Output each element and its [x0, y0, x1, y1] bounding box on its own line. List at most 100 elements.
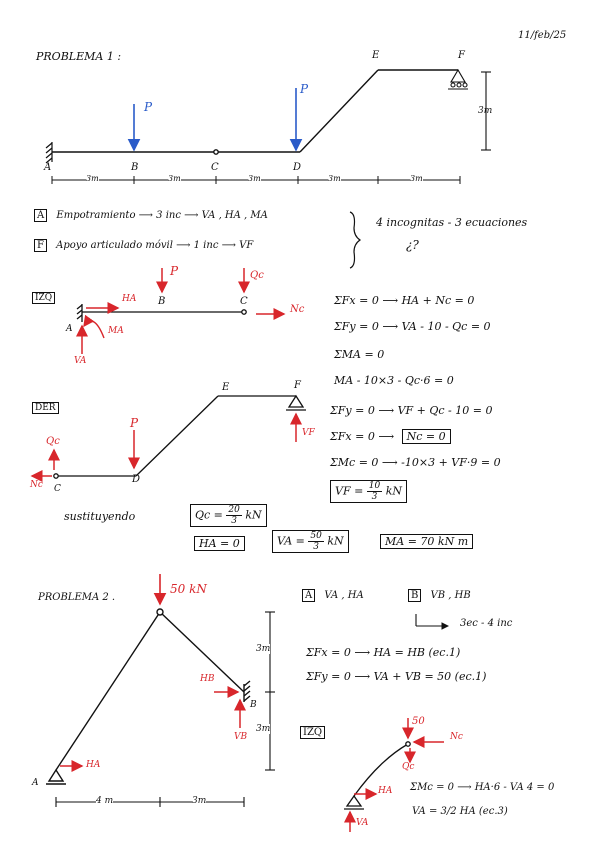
der-tag: DER: [32, 402, 59, 414]
p1-title: PROBLEMA 1 :: [36, 50, 122, 63]
va-lhs: VA =: [277, 534, 305, 548]
p1-fixed-support-A: [45, 142, 53, 164]
der-nc-label: Nc: [30, 480, 43, 490]
support-a-line: A Empotramiento ⟶ 3 inc ⟶ VA , HA , MA: [34, 209, 268, 222]
p2-a-unknowns: A VA , HA: [302, 589, 364, 602]
der-node-e: E: [222, 382, 230, 393]
question-mark: ¿?: [406, 238, 419, 252]
p2-load-label: 50 kN: [170, 582, 207, 596]
p2-dim-w2: 3m: [192, 796, 207, 806]
p1-dim-3: 3m: [248, 174, 261, 183]
izq-va-label: VA: [74, 356, 87, 366]
izq-node-c: C: [240, 296, 248, 307]
p1-node-f: F: [458, 50, 465, 61]
va-unit: kN: [327, 534, 344, 548]
p2-vb-label: VB: [234, 732, 248, 742]
der-eq-2a: ΣFx = 0 ⟶: [330, 430, 395, 443]
p2-izq-load: 50: [412, 716, 425, 727]
p1-load-d-label: P: [300, 82, 309, 96]
p2-structure: [46, 608, 251, 785]
p2-izq-eq-1: ΣMc = 0 ⟶ HA·6 - VA 4 = 0: [410, 782, 555, 793]
p2-izq-qc: Qc: [402, 762, 415, 772]
p2-izq-va: VA: [356, 818, 369, 828]
p1-dim-2: 3m: [168, 174, 181, 183]
ha-result: HA = 0: [194, 536, 245, 551]
der-qc-label: Qc: [46, 436, 60, 447]
izq-eq-4: MA - 10×3 - Qc·6 = 0: [334, 374, 454, 387]
p2-izq-ha: HA: [378, 786, 393, 796]
vf-lhs: VF =: [335, 484, 364, 498]
qc-lhs: Qc =: [195, 508, 223, 522]
support-a-tag: A: [34, 209, 48, 222]
izq-eq-1: ΣFx = 0 ⟶ HA + Nc = 0: [334, 294, 475, 307]
der-eq-2b: Nc = 0: [401, 429, 451, 444]
izq-eq-2: ΣFy = 0 ⟶ VA - 10 - Qc = 0: [334, 320, 491, 333]
ma-result: MA = 70 kN m: [380, 534, 474, 549]
izq-ma-arc: [83, 314, 105, 339]
izq-eq-3: ΣMA = 0: [334, 348, 385, 361]
va-den: 3: [313, 542, 319, 552]
der-node-c: C: [54, 484, 61, 494]
support-a-text: Empotramiento ⟶ 3 inc ⟶ VA , HA , MA: [56, 210, 268, 221]
vf-den: 3: [371, 492, 378, 502]
p2-eq-2: ΣFy = 0 ⟶ VA + VB = 50 (ec.1): [306, 670, 487, 683]
p1-dim-height: 3m: [478, 106, 493, 116]
der-node-f: F: [294, 380, 301, 391]
p2-izq-nc: Nc: [450, 732, 463, 742]
p2-a-text: VA , HA: [324, 590, 364, 601]
date: 11/feb/25: [518, 30, 567, 41]
p2-izq-eq-2: VA = 3/2 HA (ec.3): [412, 806, 508, 817]
izq-nc-label: Nc: [290, 304, 305, 315]
p1-node-e: E: [372, 50, 380, 61]
der-p-label: P: [130, 416, 139, 430]
p1-dim-4: 3m: [328, 174, 341, 183]
support-f-tag: F: [34, 239, 47, 252]
izq-node-a: A: [66, 324, 73, 334]
p2-dim-h2: 3m: [256, 724, 271, 734]
support-f-line: F Apoyo articulado móvil ⟶ 1 inc ⟶ VF: [34, 239, 254, 252]
vf-unit: kN: [385, 484, 403, 498]
p2-eq-1: ΣFx = 0 ⟶ HA = HB (ec.1): [306, 646, 461, 659]
p2-ha-label: HA: [86, 760, 101, 770]
p2-a-tag: A: [302, 589, 316, 602]
va-num: 50: [308, 531, 324, 542]
p1-height-dimension: [481, 71, 491, 151]
der-node-d: D: [132, 474, 141, 485]
izq-p-label: P: [170, 264, 179, 278]
izq-node-b: B: [158, 296, 166, 307]
der-eq-3: ΣMc = 0 ⟶ -10×3 + VF·9 = 0: [330, 456, 501, 469]
izq-ma-label: MA: [108, 326, 124, 336]
p2-node-a: A: [32, 778, 39, 788]
p1-node-d: D: [293, 162, 302, 173]
p2-title: PROBLEMA 2 .: [38, 592, 116, 603]
qc-unit: kN: [245, 508, 262, 522]
izq-tag: IZQ: [32, 292, 56, 304]
support-f-text: Apoyo articulado móvil ⟶ 1 inc ⟶ VF: [56, 240, 254, 251]
p2-dims: [55, 611, 275, 807]
p1-load-b-label: P: [144, 100, 153, 114]
p1-roller-support-F: [448, 68, 468, 90]
der-vf-label: VF: [302, 428, 315, 438]
p2-b-text: VB , HB: [430, 590, 471, 601]
izq-qc-label: Qc: [250, 270, 264, 281]
qc-num: 20: [226, 505, 242, 516]
p1-structure: [52, 69, 458, 155]
p2-dim-h1: 3m: [256, 644, 271, 654]
vf-num: 10: [366, 481, 383, 492]
p1-node-c: C: [211, 162, 219, 173]
incognitas-note: 4 incognitas - 3 ecuaciones: [376, 216, 528, 229]
izq-ha-label: HA: [122, 294, 137, 304]
qc-den: 3: [231, 516, 237, 526]
p2-b-tag: B: [408, 589, 422, 602]
p2-izq-tag: IZQ: [300, 726, 326, 739]
p2-hb-label: HB: [200, 674, 215, 684]
der-eq-1: ΣFy = 0 ⟶ VF + Qc - 10 = 0: [330, 404, 493, 417]
